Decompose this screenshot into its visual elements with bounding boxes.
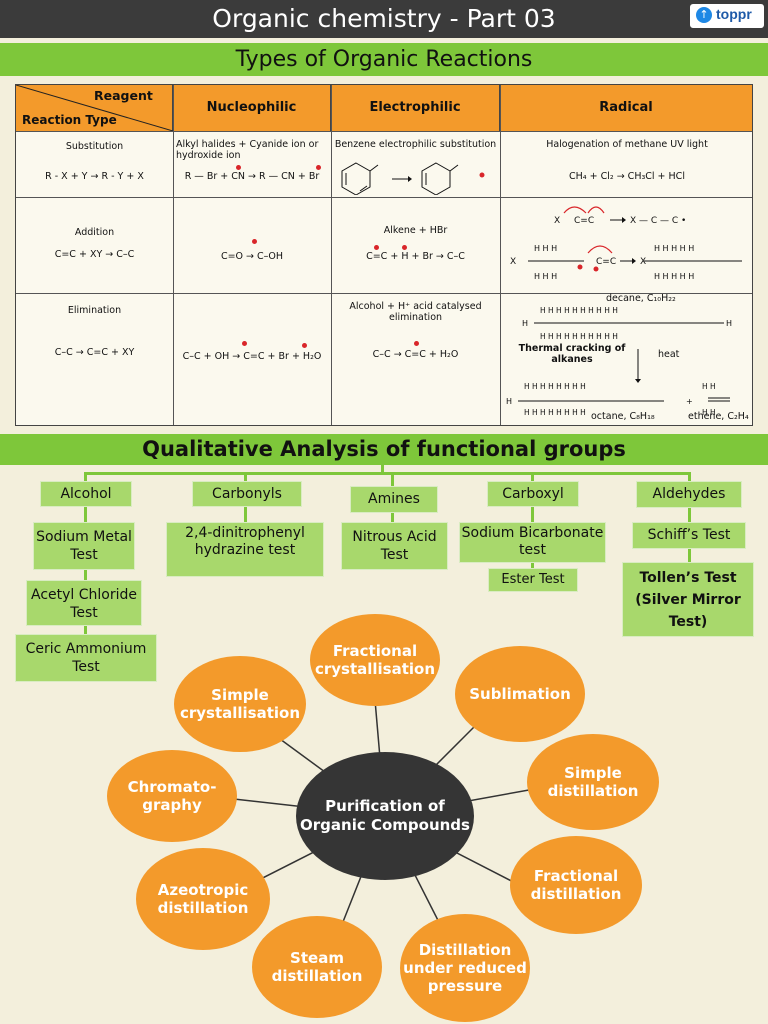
nucleophilic-substitution-desc: Alkyl halides + Cyanide ion or hydroxide… (176, 139, 319, 161)
electrophilic-addition-formula: C=C + H + Br → C–C (366, 251, 465, 262)
page-title: Organic chemistry - Part 03 (212, 4, 556, 33)
electrophilic-addition-desc: Alkene + HBr (383, 225, 448, 236)
ethene-label: ethene, C₂H₄ (688, 411, 749, 422)
method-steam-distillation: Steam distillation (252, 916, 382, 1018)
svg-text:C=C: C=C (596, 257, 616, 267)
row-addition-formula: C=C + XY → C–C (54, 249, 135, 260)
test-nitrous-acid: Nitrous Acid Test (341, 522, 448, 570)
arrow-up-icon: ↑ (696, 7, 712, 23)
test-tollens: Tollen’s Test (Silver Mirror Test) (622, 562, 754, 637)
octane-label: octane, C₈H₁₈ (591, 411, 655, 422)
header-electrophilic: Electrophilic (331, 85, 500, 131)
svg-text:H H: H H (702, 408, 716, 417)
method-sublimation: Sublimation (455, 646, 585, 742)
test-acetyl-chloride: Acetyl Chloride Test (26, 580, 142, 626)
svg-text:H H H H H H H H: H H H H H H H H (524, 408, 586, 417)
electrophilic-elimination-desc: Alcohol + H⁺ acid catalysed elimination (349, 301, 482, 323)
thermal-cracking-diagram: H H H H H H H H H H H H H H H H H H H H … (506, 306, 732, 417)
method-fractional-distillation: Fractional distillation (510, 836, 642, 934)
svg-text:H H: H H (702, 382, 716, 391)
svg-text:X — C — C •: X — C — C • (630, 216, 686, 226)
group-aldehydes: Aldehydes (636, 481, 742, 508)
test-ester: Ester Test (488, 568, 578, 592)
corner-reaction-type-label: Reaction Type (22, 113, 117, 127)
svg-text:H H H: H H H (534, 272, 557, 281)
method-simple-crystallisation: Simple crystallisation (174, 656, 306, 752)
row-substitution-label: Substitution (65, 141, 124, 152)
electrophilic-elimination-formula: C–C → C=C + H₂O (372, 349, 459, 360)
corner-reagent-label: Reagent (94, 88, 153, 103)
thermal-cracking-label: Thermal cracking of alkanes (518, 343, 626, 365)
test-schiffs: Schiff’s Test (632, 522, 746, 549)
nucleophilic-elimination-formula: C–C + OH → C=C + Br + H₂O (182, 351, 322, 362)
group-carbonyls: Carbonyls (192, 481, 302, 507)
radical-substitution-desc: Halogenation of methane UV light (546, 139, 708, 150)
group-carboxyl: Carboxyl (487, 481, 579, 507)
test-sodium-metal: Sodium Metal Test (33, 522, 135, 570)
radical-substitution-formula: CH₄ + Cl₂ → CH₃Cl + HCl (569, 171, 685, 182)
decane-label: decane, C₁₀H₂₂ (606, 293, 676, 304)
test-sodium-bicarbonate: Sodium Bicarbonate test (459, 522, 606, 563)
svg-text:H: H (506, 397, 512, 406)
nucleophilic-addition-formula: C=O → C–OH (220, 251, 284, 262)
svg-text:H: H (522, 319, 528, 328)
benzene-diagram (341, 162, 485, 195)
method-distillation-reduced-pressure: Distillation under reduced pressure (400, 914, 530, 1022)
method-simple-distillation: Simple distillation (527, 734, 659, 830)
svg-text:X: X (510, 257, 516, 267)
row-elimination-label: Elimination (67, 305, 122, 316)
svg-text:H H H H H: H H H H H (654, 244, 694, 253)
svg-text:H: H (726, 319, 732, 328)
svg-text:+: + (686, 397, 693, 406)
reactions-section-title: Types of Organic Reactions (0, 43, 768, 76)
svg-text:H H H H H: H H H H H (654, 272, 694, 281)
corner-header-cell: Reagent Reaction Type (16, 85, 173, 131)
method-fractional-crystallisation: Fractional crystallisation (310, 614, 440, 706)
svg-text:H H H H H H H H: H H H H H H H H (524, 382, 586, 391)
method-chromatography: Chromato- graphy (107, 750, 237, 842)
toppr-logo[interactable]: ↑ toppr (690, 4, 764, 28)
qualitative-section-title: Qualitative Analysis of functional group… (0, 434, 768, 465)
svg-text:H H H: H H H (534, 244, 557, 253)
svg-text:H H H H H H H H: H H H H H H H H H H (540, 332, 618, 341)
svg-text:H H H H H H H H: H H H H H H H H H H (540, 306, 618, 315)
row-addition-label: Addition (74, 227, 115, 238)
group-amines: Amines (350, 486, 438, 513)
row-substitution-formula: R - X + Y → R - Y + X (45, 171, 144, 182)
logo-text: toppr (716, 6, 752, 22)
electrophilic-substitution-desc: Benzene electrophilic substitution (334, 139, 497, 150)
row-elimination-formula: C–C → C=C + XY (54, 347, 135, 358)
svg-text:X: X (554, 216, 560, 226)
test-dnp-hydrazine: 2,4-dinitrophenyl hydrazine test (166, 522, 324, 577)
radical-addition-diagram: X C=C X — C — C • X H H H H H H C=C X H … (510, 206, 742, 281)
reaction-types-table: Reagent Reaction Type Nucleophilic Elect… (15, 84, 753, 426)
test-ceric-ammonium: Ceric Ammonium Test (15, 634, 157, 682)
header-nucleophilic: Nucleophilic (173, 85, 331, 131)
group-alcohol: Alcohol (40, 481, 132, 507)
header-bar (0, 0, 768, 38)
purification-center: Purification of Organic Compounds (296, 752, 474, 880)
svg-text:X: X (640, 257, 646, 267)
svg-text:C=C: C=C (574, 216, 594, 226)
heat-label: heat (658, 349, 680, 360)
method-azeotropic-distillation: Azeotropic distillation (136, 848, 270, 950)
nucleophilic-substitution-formula: R — Br + CN → R — CN + Br (184, 171, 320, 182)
header-radical: Radical (500, 85, 752, 131)
